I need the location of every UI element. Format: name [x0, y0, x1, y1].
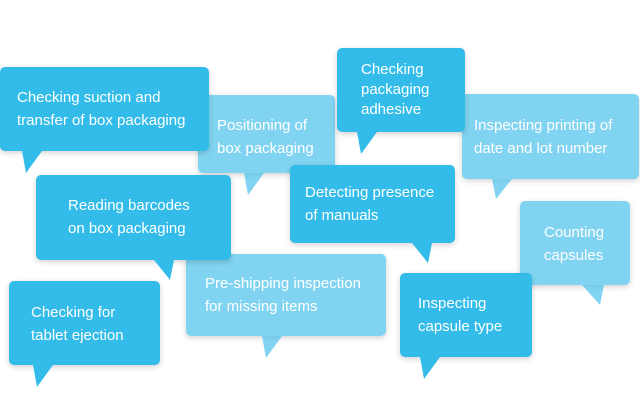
- bubble-tail: [154, 260, 174, 280]
- bubble-text: Reading barcodes on box packaging: [68, 197, 190, 237]
- bubble-tail: [262, 336, 282, 358]
- speech-bubble-tablet: Checking for tablet ejection: [9, 281, 160, 387]
- speech-bubble-printing: Inspecting printing of date and lot numb…: [462, 94, 639, 199]
- bubble-tail: [33, 365, 53, 387]
- bubble-text: Pre-shipping inspection for missing item…: [205, 275, 361, 315]
- bubble-text: Detecting presence of manuals: [305, 184, 435, 224]
- speech-bubble-barcodes: Reading barcodes on box packaging: [36, 175, 231, 280]
- bubble-text: Checking packaging adhesive: [361, 61, 430, 118]
- speech-bubble-preshipping: Pre-shipping inspection for missing item…: [186, 254, 386, 358]
- speech-bubble-positioning: Positioning of box packaging: [198, 95, 335, 195]
- speech-bubble-suction: Checking suction and transfer of box pac…: [0, 67, 209, 173]
- bubble-text: Checking for tablet ejection: [31, 304, 124, 344]
- bubble-text: Inspecting printing of date and lot numb…: [474, 117, 613, 157]
- bubble-tail: [22, 151, 42, 173]
- bubble-text: Checking suction and transfer of box pac…: [17, 89, 186, 129]
- bubble-tail: [244, 173, 264, 195]
- bubble-text: Positioning of box packaging: [217, 117, 314, 157]
- bubble-text: Inspecting capsule type: [418, 295, 503, 335]
- speech-bubble-manuals: Detecting presence of manuals: [290, 165, 455, 263]
- bubble-text: Counting capsules: [544, 224, 605, 264]
- bubble-tail: [412, 243, 432, 263]
- speech-bubble-counting: Counting capsules: [520, 201, 630, 305]
- speech-bubble-adhesive: Checking packaging adhesive: [337, 48, 465, 154]
- bubble-tail: [420, 357, 440, 379]
- speech-bubble-capsule-type: Inspecting capsule type: [400, 273, 532, 379]
- bubble-tail: [357, 132, 377, 154]
- bubble-tail: [582, 285, 604, 305]
- bubble-tail: [492, 179, 512, 199]
